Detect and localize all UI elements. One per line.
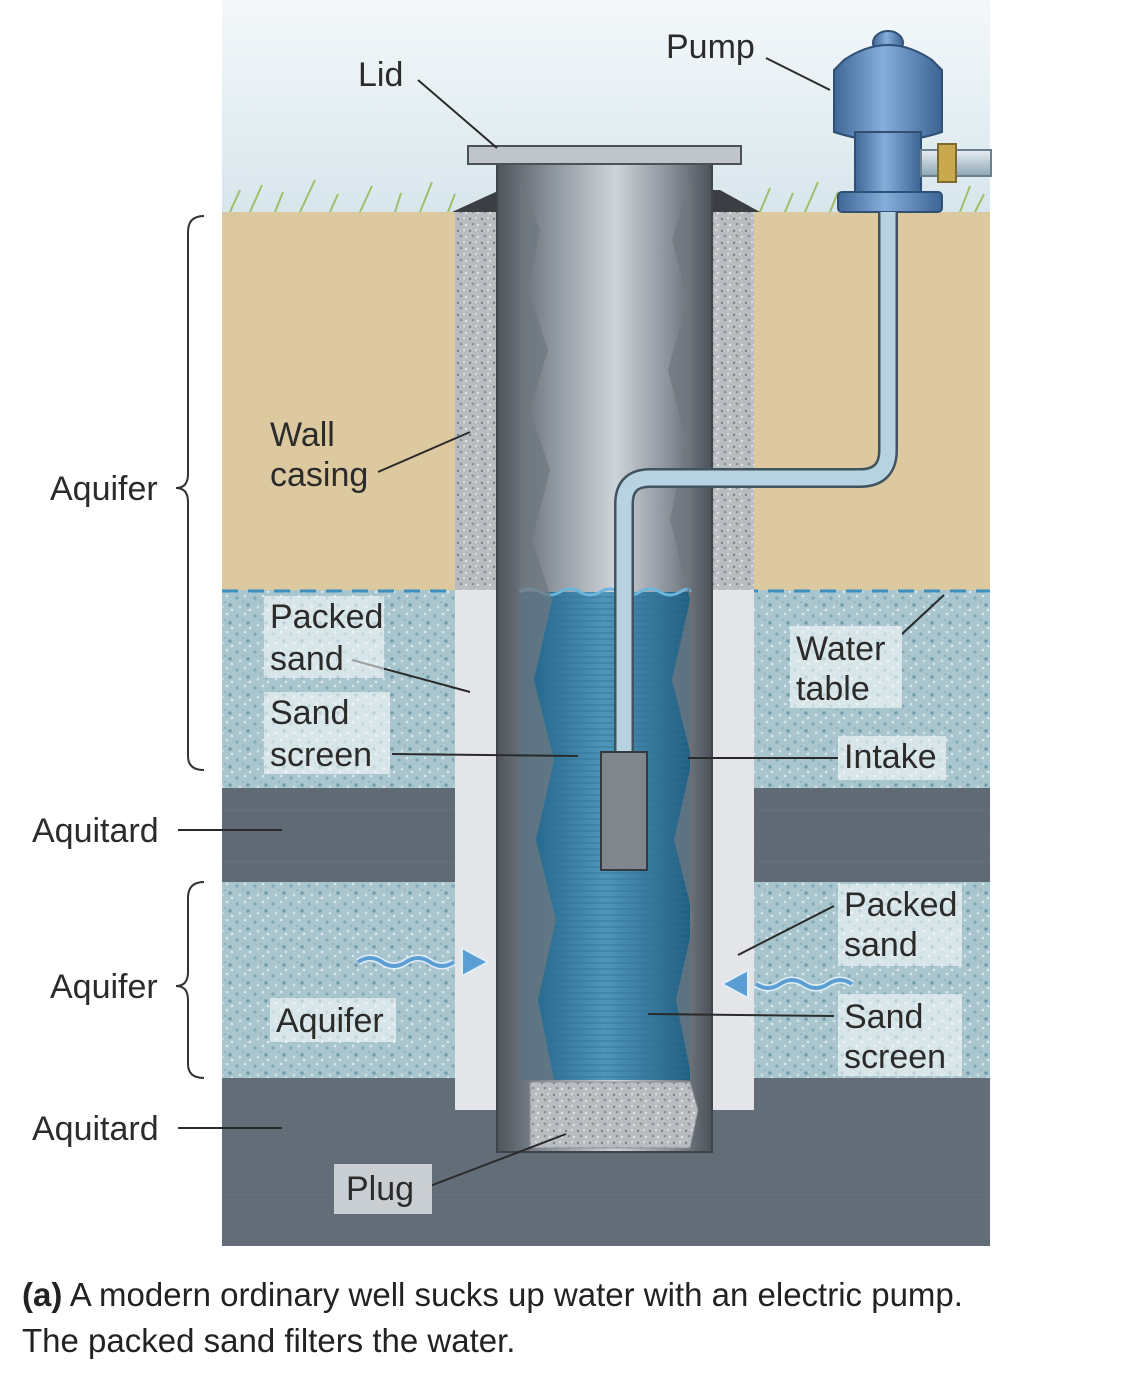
lower-aquifer-bracket-label: Aquifer bbox=[50, 968, 158, 1006]
flow-arrow-left bbox=[356, 946, 491, 978]
caption-text-1: A modern ordinary well sucks up water wi… bbox=[69, 1276, 963, 1313]
lower-aquifer-bracket bbox=[175, 881, 205, 1079]
sand-screen-upper-label-line2: screen bbox=[270, 736, 372, 774]
water-table-label-line2: table bbox=[796, 670, 870, 708]
figure-caption: (a) A modern ordinary well sucks up wate… bbox=[22, 1272, 1112, 1364]
grass bbox=[229, 179, 985, 213]
packed-sand-right bbox=[712, 590, 754, 1110]
lower-aquifer-inner-label: Aquifer bbox=[276, 1002, 384, 1040]
wall-casing-label-line2: casing bbox=[270, 456, 368, 494]
flow-arrow-right bbox=[719, 968, 854, 1000]
packed-sand-left bbox=[455, 590, 497, 1110]
upper-aquitard-label: Aquitard bbox=[32, 812, 159, 850]
lid-label: Lid bbox=[358, 56, 403, 94]
upper-aquifer-bracket bbox=[175, 215, 205, 771]
lower-aquitard-label: Aquitard bbox=[32, 1110, 159, 1148]
caption-line-1: (a) A modern ordinary well sucks up wate… bbox=[22, 1272, 1112, 1318]
water-table-label-line1: Water bbox=[796, 630, 885, 668]
sand-screen-lower-label-line1: Sand bbox=[844, 998, 923, 1036]
gravel-plug bbox=[529, 1081, 699, 1149]
well-lid bbox=[467, 145, 742, 165]
packed-sand-lower-label-line1: Packed bbox=[844, 886, 957, 924]
wall-casing-right bbox=[712, 212, 754, 590]
upper-aquifer-label: Aquifer bbox=[50, 470, 158, 508]
plug-label: Plug bbox=[346, 1170, 414, 1208]
packed-sand-lower-label-line2: sand bbox=[844, 926, 918, 964]
intake-unit bbox=[600, 751, 648, 871]
packed-sand-upper-label-line1: Packed bbox=[270, 598, 383, 636]
wall-casing-label-line1: Wall bbox=[270, 416, 335, 454]
pump-label: Pump bbox=[666, 28, 755, 66]
sand-screen-lower-label-line2: screen bbox=[844, 1038, 946, 1076]
wall-casing-left bbox=[455, 212, 497, 590]
electric-pump bbox=[833, 30, 992, 213]
plug-label-box bbox=[334, 1164, 432, 1214]
caption-text-2: The packed sand filters the water. bbox=[22, 1322, 516, 1359]
caption-tag: (a) bbox=[22, 1276, 63, 1313]
intake-label: Intake bbox=[844, 738, 937, 776]
packed-sand-upper-label-line2: sand bbox=[270, 640, 344, 678]
cutaway-edge-right bbox=[668, 180, 694, 1080]
sand-screen-upper-label-line1: Sand bbox=[270, 694, 349, 732]
cutaway-edge-left bbox=[520, 180, 556, 1080]
